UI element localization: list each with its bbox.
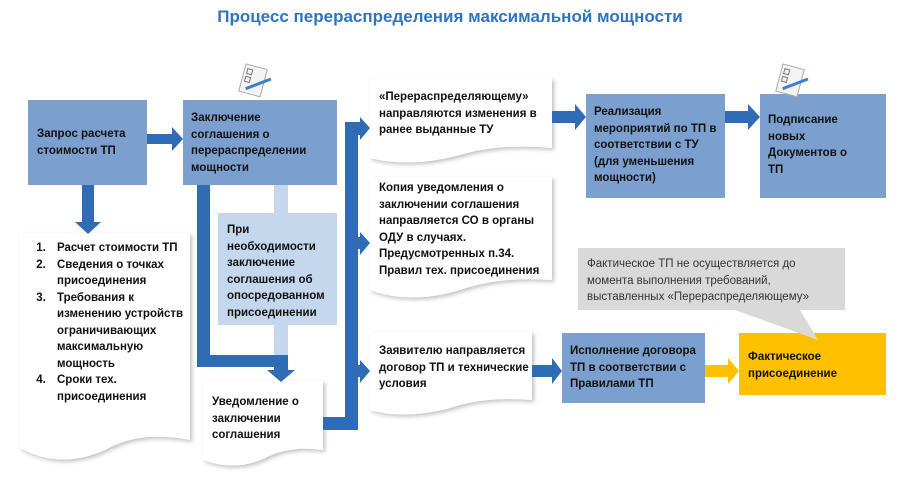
box-implementation [586,94,725,198]
box-request [28,100,147,185]
box-execution [562,333,705,403]
box-signing [760,94,886,198]
callout-text: Фактическое ТП не осуществляется до моме… [587,258,810,303]
doc-applicant-text: Заявителю направляется договор ТП и техн… [379,345,529,390]
doc-list [20,233,190,460]
box-indirect [218,213,337,325]
box-agreement-text: Заключение соглашения о перераспределени… [191,112,307,174]
arrow-implementation-signing [725,104,760,130]
doc-copy-text: Копия уведомления о заключении соглашени… [379,182,540,277]
box-execution-text: Исполнение договора ТП в соответствии с … [570,345,696,390]
list-item: Сведения о точках присоединения [49,257,187,290]
arrow-request-agreement [147,127,183,151]
arrow-agreement-notice [197,185,295,382]
arrow-notice-branch [323,117,370,430]
list-item: Расчет стоимости ТП [49,240,187,257]
doc-applicant [370,332,532,415]
doc-changes-text: «Перераспределяющему» направляются измен… [379,91,537,136]
arrow-applicant-execution [532,358,562,384]
box-actual [739,333,886,395]
box-agreement [183,100,337,185]
doc-changes [370,78,552,163]
page-title: Процесс перераспределения максимальной м… [217,7,683,26]
requirements-list: Расчет стоимости ТП Сведения о точках пр… [27,240,187,405]
doc-notice [203,381,323,466]
list-item: Сроки тех. присоединения [49,372,187,405]
document-pen-icon [775,63,809,98]
box-implementation-text: Реализация мероприятий по ТП в соответст… [594,106,717,184]
doc-notice-text: Уведомление о заключении соглашения [212,396,299,441]
document-pen-icon [238,63,272,98]
arrow-execution-actual [705,358,739,384]
arrow-changes-implementation [552,104,586,130]
box-actual-text: Фактическое присоединение [748,351,837,380]
box-request-text: Запрос расчета стоимости ТП [37,128,126,157]
box-indirect-text: При необходимости заключение соглашения … [227,224,325,319]
box-signing-text: Подписание новых Документов о ТП [768,114,848,176]
doc-copy [370,177,552,298]
document-shapes [20,78,552,466]
arrows [75,104,760,430]
list-item: Требования к изменению устройств огранич… [49,290,187,373]
callout-bubble [578,248,845,340]
arrow-request-list [75,185,101,234]
